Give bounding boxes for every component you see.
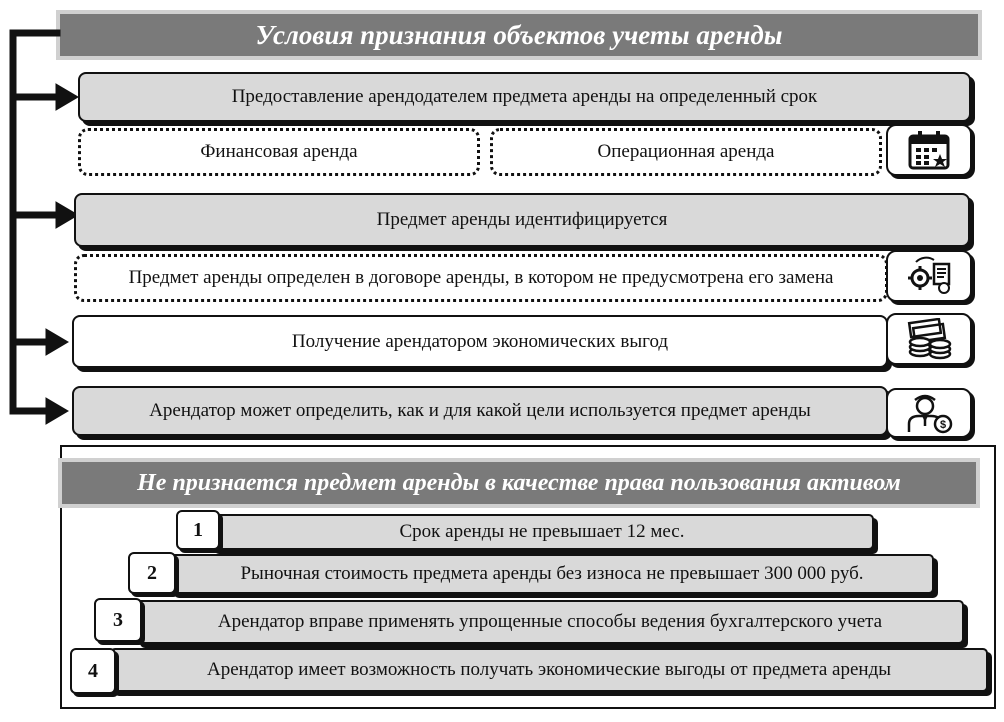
condition-1-box: Предоставление арендодателем предмета ар… bbox=[78, 72, 971, 122]
bracket-connector bbox=[9, 29, 79, 425]
exception-2-number: 2 bbox=[128, 552, 176, 594]
exception-3-bar: Арендатор вправе применять упрощенные сп… bbox=[136, 600, 964, 644]
exception-4-text: Арендатор имеет возможность получать эко… bbox=[206, 659, 892, 680]
svg-text:$: $ bbox=[940, 419, 946, 431]
condition-4-text: Арендатор может определить, как и для ка… bbox=[149, 400, 811, 421]
arrow-3 bbox=[9, 328, 69, 356]
arrow-4 bbox=[9, 397, 69, 425]
exception-1-number: 1 bbox=[176, 510, 220, 550]
financial-lease-text: Финансовая аренда bbox=[200, 141, 358, 162]
gear-document-icon bbox=[908, 256, 951, 294]
operational-lease-box: Операционная аренда bbox=[490, 128, 882, 176]
calendar-icon bbox=[908, 131, 950, 170]
exception-4-bar: Арендатор имеет возможность получать эко… bbox=[110, 648, 988, 692]
money-coins-icon-box bbox=[886, 313, 972, 365]
arrow-1 bbox=[9, 83, 79, 111]
condition-3-box: Получение арендатором экономических выго… bbox=[72, 315, 888, 368]
exception-4-number: 4 bbox=[70, 648, 116, 694]
businessman-money-icon-box: $ bbox=[886, 388, 972, 438]
gear-document-icon-box bbox=[886, 250, 972, 302]
exception-1-text: Срок аренды не превышает 12 мес. bbox=[399, 521, 685, 542]
operational-lease-text: Операционная аренда bbox=[597, 141, 775, 162]
exception-2-text: Рыночная стоимость предмета аренды без и… bbox=[240, 563, 864, 584]
exceptions-section bbox=[60, 445, 996, 709]
condition-3-text: Получение арендатором экономических выго… bbox=[291, 330, 669, 352]
top-title-text: Условия признания объектов учеты аренды bbox=[255, 19, 783, 50]
condition-1-text: Предоставление арендодателем предмета ар… bbox=[231, 86, 818, 107]
exception-1-bar: Срок аренды не превышает 12 мес. bbox=[210, 514, 874, 550]
bracket-top-line bbox=[9, 29, 61, 37]
bottom-title: Не признается предмет аренды в качестве … bbox=[58, 458, 980, 508]
top-title: Условия признания объектов учеты аренды bbox=[56, 10, 982, 60]
businessman-money-icon: $ bbox=[907, 394, 953, 434]
condition-4-box: Арендатор может определить, как и для ка… bbox=[72, 386, 888, 436]
condition-2-box: Предмет аренды идентифицируется bbox=[74, 193, 970, 247]
money-coins-icon bbox=[907, 318, 952, 360]
condition-2-text: Предмет аренды идентифицируется bbox=[376, 209, 668, 230]
bottom-title-text: Не признается предмет аренды в качестве … bbox=[137, 469, 901, 496]
calendar-icon-box bbox=[886, 124, 972, 176]
financial-lease-box: Финансовая аренда bbox=[78, 128, 480, 176]
exception-3-number: 3 bbox=[94, 598, 142, 642]
exception-2-bar: Рыночная стоимость предмета аренды без и… bbox=[170, 554, 934, 594]
bracket-vertical-line bbox=[9, 29, 17, 415]
exception-3-text: Арендатор вправе применять упрощенные сп… bbox=[217, 611, 883, 632]
arrow-2 bbox=[9, 201, 79, 229]
condition-2-detail-text: Предмет аренды определен в договоре арен… bbox=[128, 267, 834, 288]
condition-2-detail-box: Предмет аренды определен в договоре арен… bbox=[74, 254, 888, 302]
